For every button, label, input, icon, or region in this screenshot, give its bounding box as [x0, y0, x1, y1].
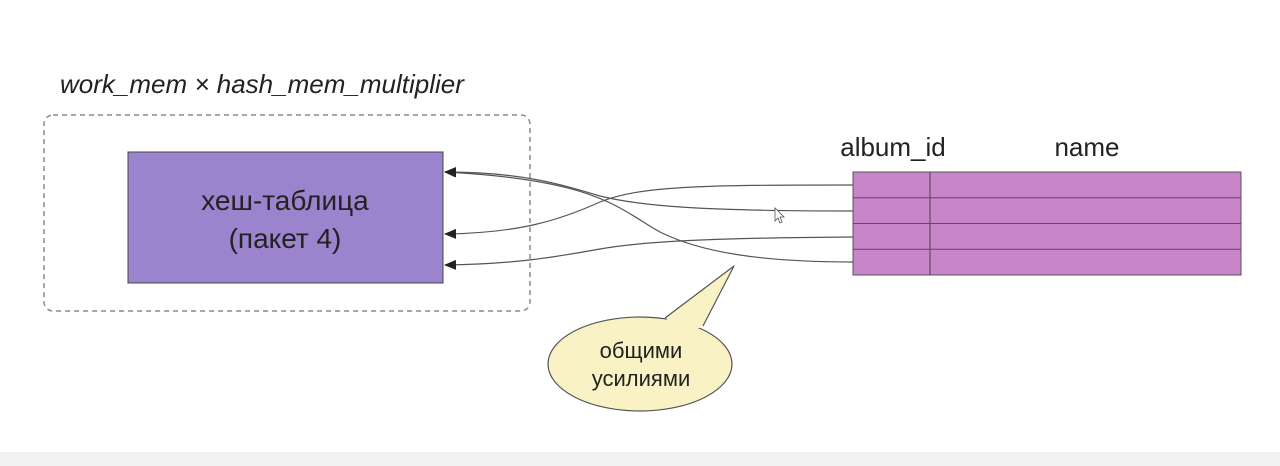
row-arrows: [444, 167, 854, 270]
hash-table-rect: [127, 151, 444, 284]
column-header-album-id: album_id: [840, 132, 946, 162]
arrow-row-1: [444, 184, 854, 239]
callout-ellipse: [547, 316, 733, 412]
column-header-name: name: [1054, 132, 1119, 162]
callout-line-2: усилиями: [592, 366, 691, 391]
arrow-row-4: [444, 167, 854, 263]
mouse-cursor-icon: [774, 207, 785, 224]
memory-limit-label: work_mem × hash_mem_multiplier: [60, 69, 465, 99]
callout-pointer-joint: [667, 318, 701, 328]
hash-table-subtitle: (пакет 4): [229, 223, 342, 254]
bottom-bar: [0, 452, 1280, 466]
callout-bubble: общими усилиями: [547, 265, 735, 412]
arrow-row-2: [444, 167, 854, 212]
arrow-row-3: [444, 236, 854, 270]
table-rows: [853, 197, 1241, 250]
album-table: album_id name: [840, 132, 1242, 276]
callout-pointer: [664, 265, 735, 327]
hash-table-title: хеш-таблица: [201, 185, 369, 216]
hash-table-box: хеш-таблица (пакет 4): [127, 151, 444, 284]
memory-region: [43, 114, 531, 312]
callout-line-1: общими: [600, 338, 683, 363]
